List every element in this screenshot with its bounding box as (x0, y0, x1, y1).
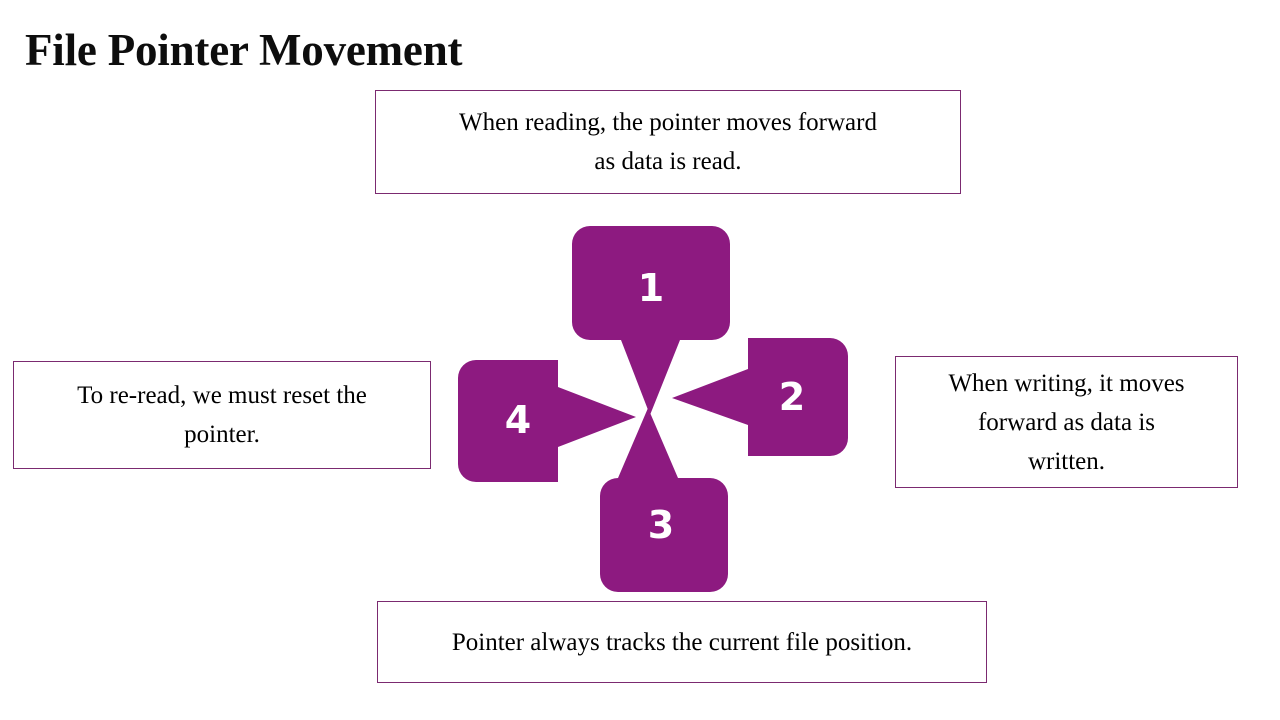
node-4-label: 4 (505, 398, 531, 442)
diagram-node-4[interactable]: 4 (458, 360, 636, 482)
callout-right-line-2: forward as data is (977, 408, 1155, 436)
node-2-label: 2 (779, 375, 805, 419)
node-3-label: 3 (648, 503, 674, 547)
callout-box-right: When writing, it moves forward as data i… (895, 356, 1238, 488)
callout-left-line-2: pointer. (184, 421, 260, 448)
node-4-shape (458, 360, 636, 482)
callout-top-text: When reading, the pointer moves forward … (459, 103, 877, 181)
callout-box-top: When reading, the pointer moves forward … (375, 90, 961, 194)
callout-right-text: When writing, it moves forward as data i… (948, 364, 1184, 481)
converging-arrows-diagram: 1 2 3 4 (440, 210, 870, 610)
callout-bottom-line-1: Pointer always tracks the current file p… (451, 628, 913, 656)
page-title: File Pointer Movement (25, 25, 463, 75)
callout-top-line-2: as data is read. (594, 148, 742, 175)
diagram-node-3[interactable]: 3 (600, 408, 728, 592)
callout-right-line-3: written. (1027, 447, 1106, 475)
callout-box-bottom: Pointer always tracks the current file p… (377, 601, 987, 683)
diagram-node-2[interactable]: 2 (672, 338, 848, 456)
callout-bottom-text: Pointer always tracks the current file p… (452, 623, 912, 662)
node-1-shape (572, 226, 730, 415)
callout-left-line-1: To re-read, we must reset the (77, 382, 367, 409)
callout-box-left: To re-read, we must reset the pointer. (13, 361, 431, 469)
callout-left-text: To re-read, we must reset the pointer. (77, 376, 367, 454)
node-3-shape (600, 408, 728, 592)
diagram-node-1[interactable]: 1 (572, 226, 730, 415)
node-2-shape (672, 338, 848, 456)
callout-right-line-1: When writing, it moves (948, 369, 1185, 397)
node-1-label: 1 (638, 266, 664, 310)
callout-top-line-1: When reading, the pointer moves forward (459, 109, 877, 136)
